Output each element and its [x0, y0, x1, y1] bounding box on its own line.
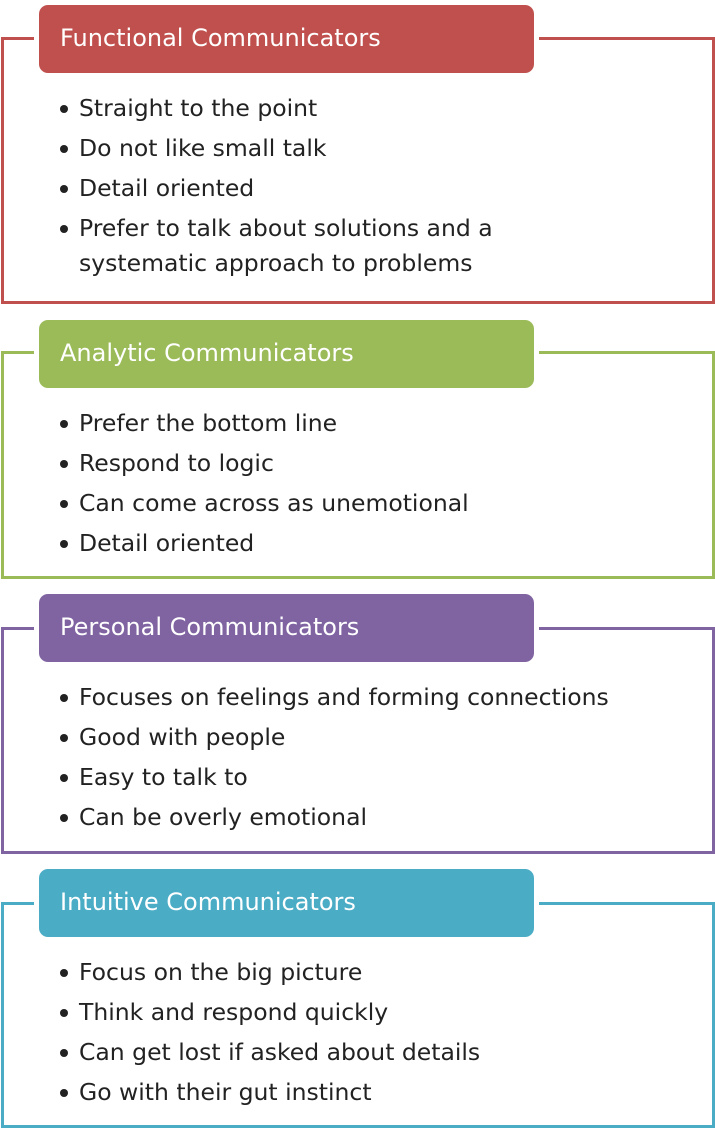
list-item: Detail oriented [58, 171, 538, 206]
list-item: Prefer the bottom line [58, 406, 678, 441]
list-item: Can get lost if asked about details [58, 1035, 678, 1070]
bullet-list: Focuses on feelings and forming connecti… [58, 680, 678, 840]
list-item: Do not like small talk [58, 131, 538, 166]
list-item: Think and respond quickly [58, 995, 678, 1030]
section-header: Functional Communicators [39, 5, 534, 73]
list-item: Focuses on feelings and forming connecti… [58, 680, 678, 715]
list-item: Prefer to talk about solutions and a sys… [58, 211, 538, 281]
list-item: Can be overly emotional [58, 800, 678, 835]
section-header: Analytic Communicators [39, 320, 534, 388]
list-item: Straight to the point [58, 91, 538, 126]
list-item: Go with their gut instinct [58, 1075, 678, 1110]
list-item: Focus on the big picture [58, 955, 678, 990]
bullet-list: Straight to the point Do not like small t… [58, 91, 538, 286]
section-box [1, 351, 715, 579]
section-box [1, 37, 715, 304]
list-item: Respond to logic [58, 446, 678, 481]
list-item: Can come across as unemotional [58, 486, 678, 521]
list-item: Easy to talk to [58, 760, 678, 795]
section-box [1, 627, 715, 854]
list-item: Good with people [58, 720, 678, 755]
list-item: Detail oriented [58, 526, 678, 561]
section-header: Intuitive Communicators [39, 869, 534, 937]
section-header: Personal Communicators [39, 594, 534, 662]
